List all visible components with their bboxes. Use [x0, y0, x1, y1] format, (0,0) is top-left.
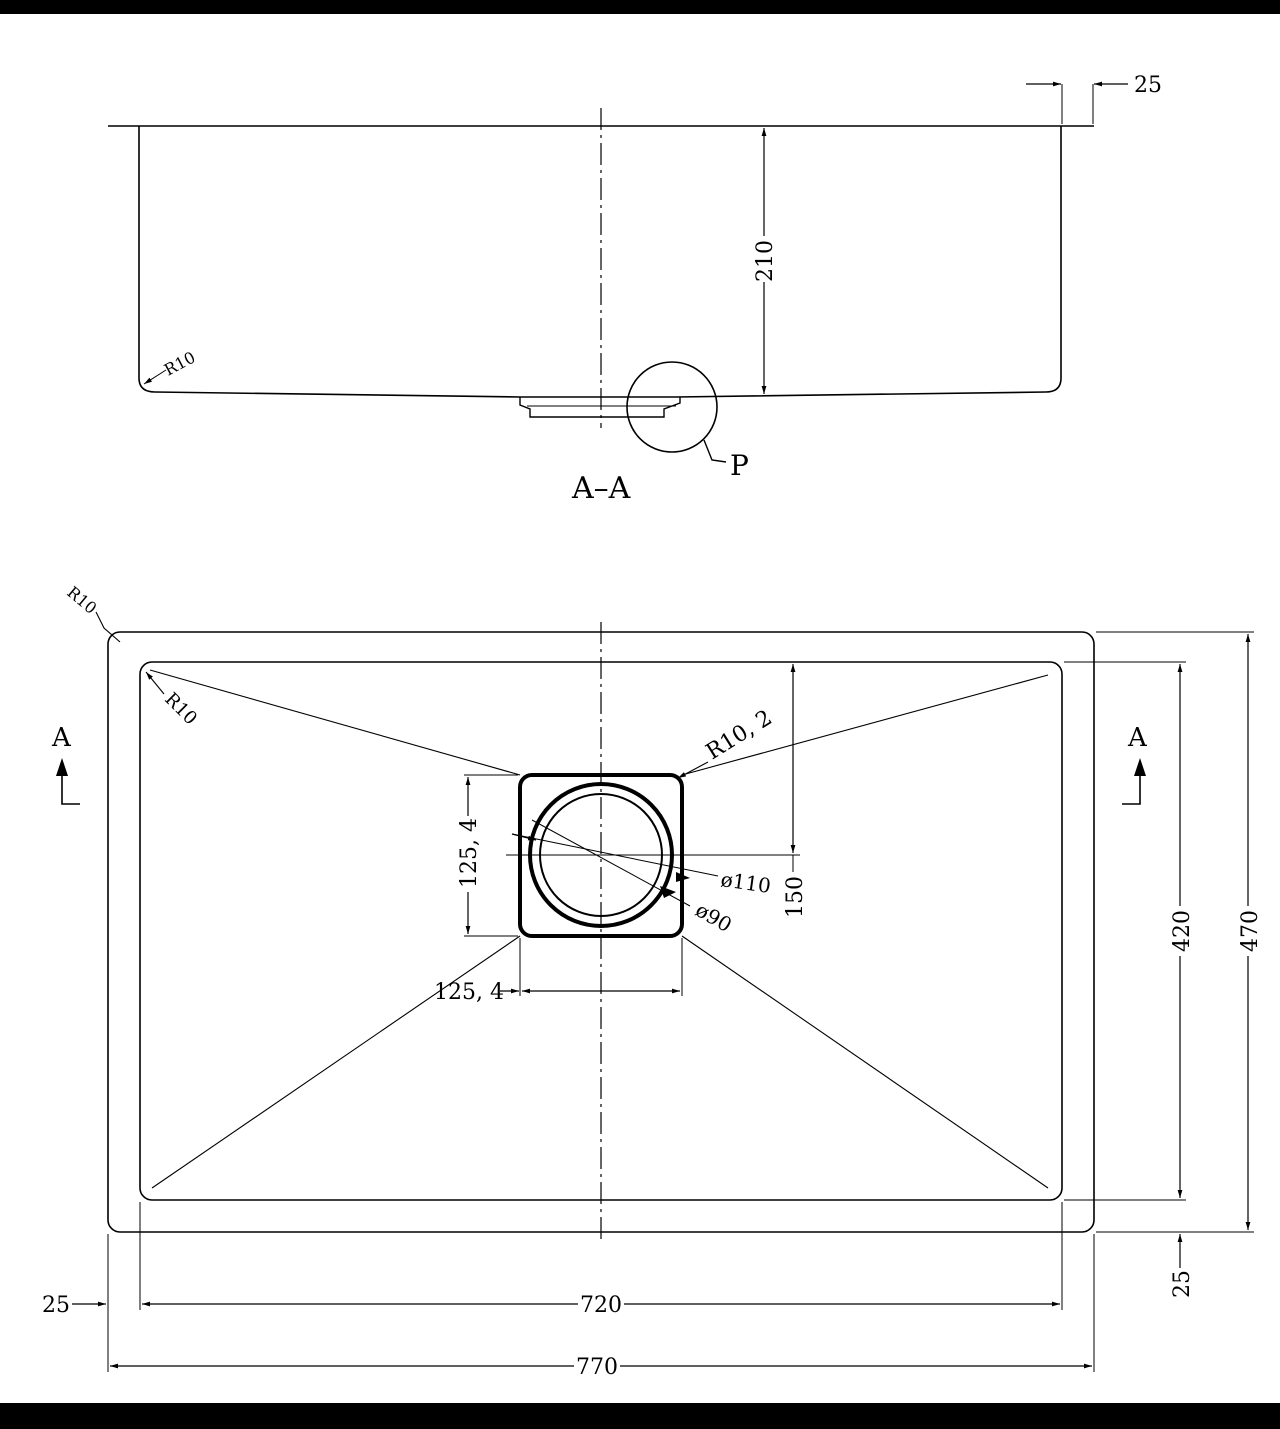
inner-width-label: 720 — [580, 1293, 622, 1318]
drain-offset-label: 150 — [783, 876, 808, 918]
detail-label: P — [730, 449, 749, 482]
drain-height-label: 125, 4 — [457, 818, 482, 888]
dim-depth-label: 210 — [753, 240, 778, 282]
section-view: P A–A 210 25 R10 — [108, 73, 1162, 506]
section-marker-right: A — [1127, 723, 1148, 753]
section-marker-left: A — [51, 723, 72, 753]
dim-flange-label: 25 — [1134, 73, 1162, 98]
section-body — [138, 126, 1062, 398]
rim-bottom-label: 25 — [1170, 1270, 1195, 1298]
section-title: A–A — [571, 471, 631, 506]
rim-left-label: 25 — [42, 1293, 70, 1318]
bottom-band — [0, 1403, 1280, 1429]
top-band — [0, 0, 1280, 14]
outer-width-label: 770 — [576, 1355, 618, 1380]
outer-depth-label: 470 — [1238, 910, 1263, 952]
detail-circle-p — [626, 361, 718, 453]
inner-depth-label: 420 — [1170, 910, 1195, 952]
paper — [0, 14, 1280, 1403]
drain-fitting-section — [519, 397, 681, 418]
drain-width-label: 125, 4 — [434, 980, 504, 1005]
